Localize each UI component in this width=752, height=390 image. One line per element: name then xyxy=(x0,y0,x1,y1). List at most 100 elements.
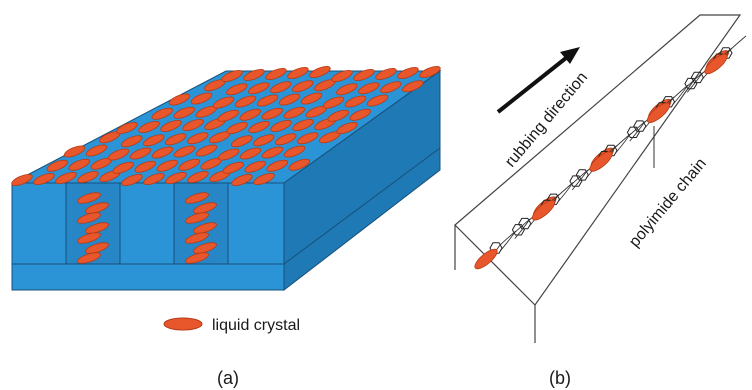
lc-molecule xyxy=(239,147,262,160)
polyimide-chain xyxy=(474,35,747,270)
lc-molecule xyxy=(287,67,309,79)
lc-molecule xyxy=(63,145,86,158)
lc-molecule xyxy=(266,159,288,172)
lc-molecule xyxy=(165,172,187,184)
lc-molecule xyxy=(77,171,99,183)
chain-side-group xyxy=(514,220,530,239)
lc-molecule xyxy=(46,159,68,172)
lc-molecule xyxy=(336,83,358,96)
lc-molecule xyxy=(160,120,182,132)
chain-ring xyxy=(604,144,618,157)
chain-ring xyxy=(575,169,589,181)
lc-molecule xyxy=(55,172,77,184)
lc-molecule xyxy=(248,121,270,133)
lc-molecule xyxy=(151,146,174,159)
lc-molecule xyxy=(193,202,217,214)
lc-molecule xyxy=(239,108,261,121)
lc-molecule xyxy=(156,159,178,172)
lc-molecule xyxy=(173,106,195,119)
lc-molecule xyxy=(380,81,402,94)
lc-molecule xyxy=(531,200,556,221)
chain-ring xyxy=(633,120,647,132)
lc-molecule xyxy=(589,151,613,172)
lc-molecule xyxy=(212,96,235,109)
lc-molecule xyxy=(297,132,319,145)
lc-molecule xyxy=(138,121,160,133)
lc-molecule xyxy=(278,93,301,106)
lc-molecule xyxy=(336,122,358,134)
lc-molecule xyxy=(327,109,349,122)
caption-a: (a) xyxy=(217,368,239,388)
lc-molecule xyxy=(85,144,108,157)
lc-molecule xyxy=(185,192,209,204)
lc-molecule xyxy=(375,68,397,80)
lc-molecule xyxy=(143,134,165,147)
chain-ring xyxy=(684,77,698,90)
chain-ring xyxy=(546,193,561,205)
lc-molecule xyxy=(182,119,204,131)
lc-molecule xyxy=(77,232,101,244)
lc-molecule xyxy=(112,161,134,174)
chain-side-group xyxy=(500,232,515,252)
chain-ring xyxy=(626,126,640,138)
lc-molecule xyxy=(231,135,253,148)
chain-side-group xyxy=(615,135,630,154)
lc-molecule xyxy=(195,144,218,157)
chain-ring xyxy=(661,96,676,108)
lc-molecule xyxy=(68,158,90,171)
chain-side-group xyxy=(629,122,645,142)
lc-molecule xyxy=(77,192,101,204)
lc-molecule xyxy=(474,248,498,270)
lc-molecule xyxy=(217,109,239,122)
lc-molecule xyxy=(134,160,156,173)
lc-molecule xyxy=(234,95,257,108)
lc-molecule xyxy=(646,102,671,123)
lc-molecule xyxy=(222,161,244,174)
lc-molecule xyxy=(253,173,275,185)
chain-side-group xyxy=(571,171,587,191)
lc-molecule xyxy=(366,94,389,107)
lc-molecule xyxy=(419,66,441,78)
lc-molecule xyxy=(116,122,138,134)
lc-molecule xyxy=(168,93,191,106)
lc-molecule xyxy=(193,242,217,254)
lc-molecule xyxy=(300,92,323,105)
lc-molecule xyxy=(275,133,297,146)
lc-molecule xyxy=(265,68,287,80)
rubbing-direction-arrow xyxy=(496,47,580,114)
chain-ring xyxy=(489,242,503,254)
lc-molecule xyxy=(292,80,314,93)
lc-molecule xyxy=(85,202,109,214)
chain-side-group xyxy=(729,35,747,51)
lc-molecule xyxy=(288,158,310,171)
legend-label: liquid crystal xyxy=(212,317,300,334)
lc-molecule xyxy=(292,119,314,131)
lc-molecule xyxy=(85,242,109,254)
lc-molecule xyxy=(107,148,130,161)
lc-molecule xyxy=(256,94,279,107)
chain-ring xyxy=(719,47,733,59)
lc-molecule xyxy=(121,174,143,186)
lc-molecule xyxy=(231,174,253,186)
chain-ring xyxy=(690,71,704,84)
substrate-front xyxy=(11,182,285,291)
lc-molecule xyxy=(261,107,283,120)
caption-b: (b) xyxy=(549,368,571,388)
lc-molecule xyxy=(283,106,305,119)
lc-molecule xyxy=(402,80,424,93)
lc-molecule xyxy=(243,69,265,81)
lc-molecule xyxy=(85,222,109,234)
lc-molecule xyxy=(187,132,209,145)
legend: liquid crystal xyxy=(163,317,300,334)
lc-molecule xyxy=(344,95,367,108)
lc-molecule xyxy=(353,69,375,81)
lc-molecule xyxy=(349,108,371,121)
chain-side-group xyxy=(557,183,573,203)
lc-molecule xyxy=(77,252,101,264)
lc-molecule xyxy=(331,70,353,82)
lc-molecule xyxy=(173,145,196,158)
lc-molecule xyxy=(358,82,380,95)
panel-a: liquid crystal (a) xyxy=(11,66,442,388)
lc-molecule xyxy=(283,145,306,158)
